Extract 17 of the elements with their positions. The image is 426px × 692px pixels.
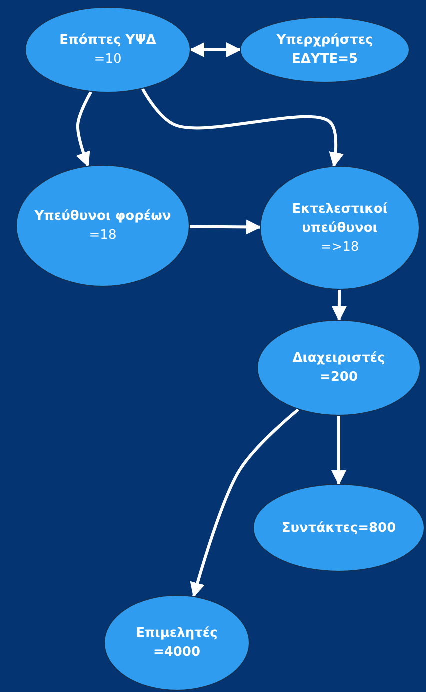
node-label: Συντάκτες=800 bbox=[280, 520, 398, 538]
node-label: Υπερχρήστες ΕΔΥΤΕ=5 bbox=[276, 32, 374, 69]
arrow bbox=[76, 91, 92, 168]
node-label: Επιμελητές =4000 bbox=[135, 625, 219, 662]
node-label: Εκτελεστικοί υπεύθυνοι bbox=[291, 200, 389, 238]
node-label: Επόπτες ΥΨΔ bbox=[58, 32, 158, 50]
node-label: =10 bbox=[93, 51, 123, 69]
arrow bbox=[332, 290, 347, 322]
arrow bbox=[142, 88, 344, 168]
arrow bbox=[190, 408, 300, 598]
arrow bbox=[332, 416, 346, 486]
arrow bbox=[190, 42, 242, 58]
node-label: =>18 bbox=[320, 238, 360, 256]
node-label: Διαχειριστές =200 bbox=[292, 350, 386, 387]
arrow bbox=[190, 220, 262, 235]
node-label: Υπεύθυνοι φορέων bbox=[34, 208, 172, 226]
node-label: =18 bbox=[88, 227, 118, 245]
